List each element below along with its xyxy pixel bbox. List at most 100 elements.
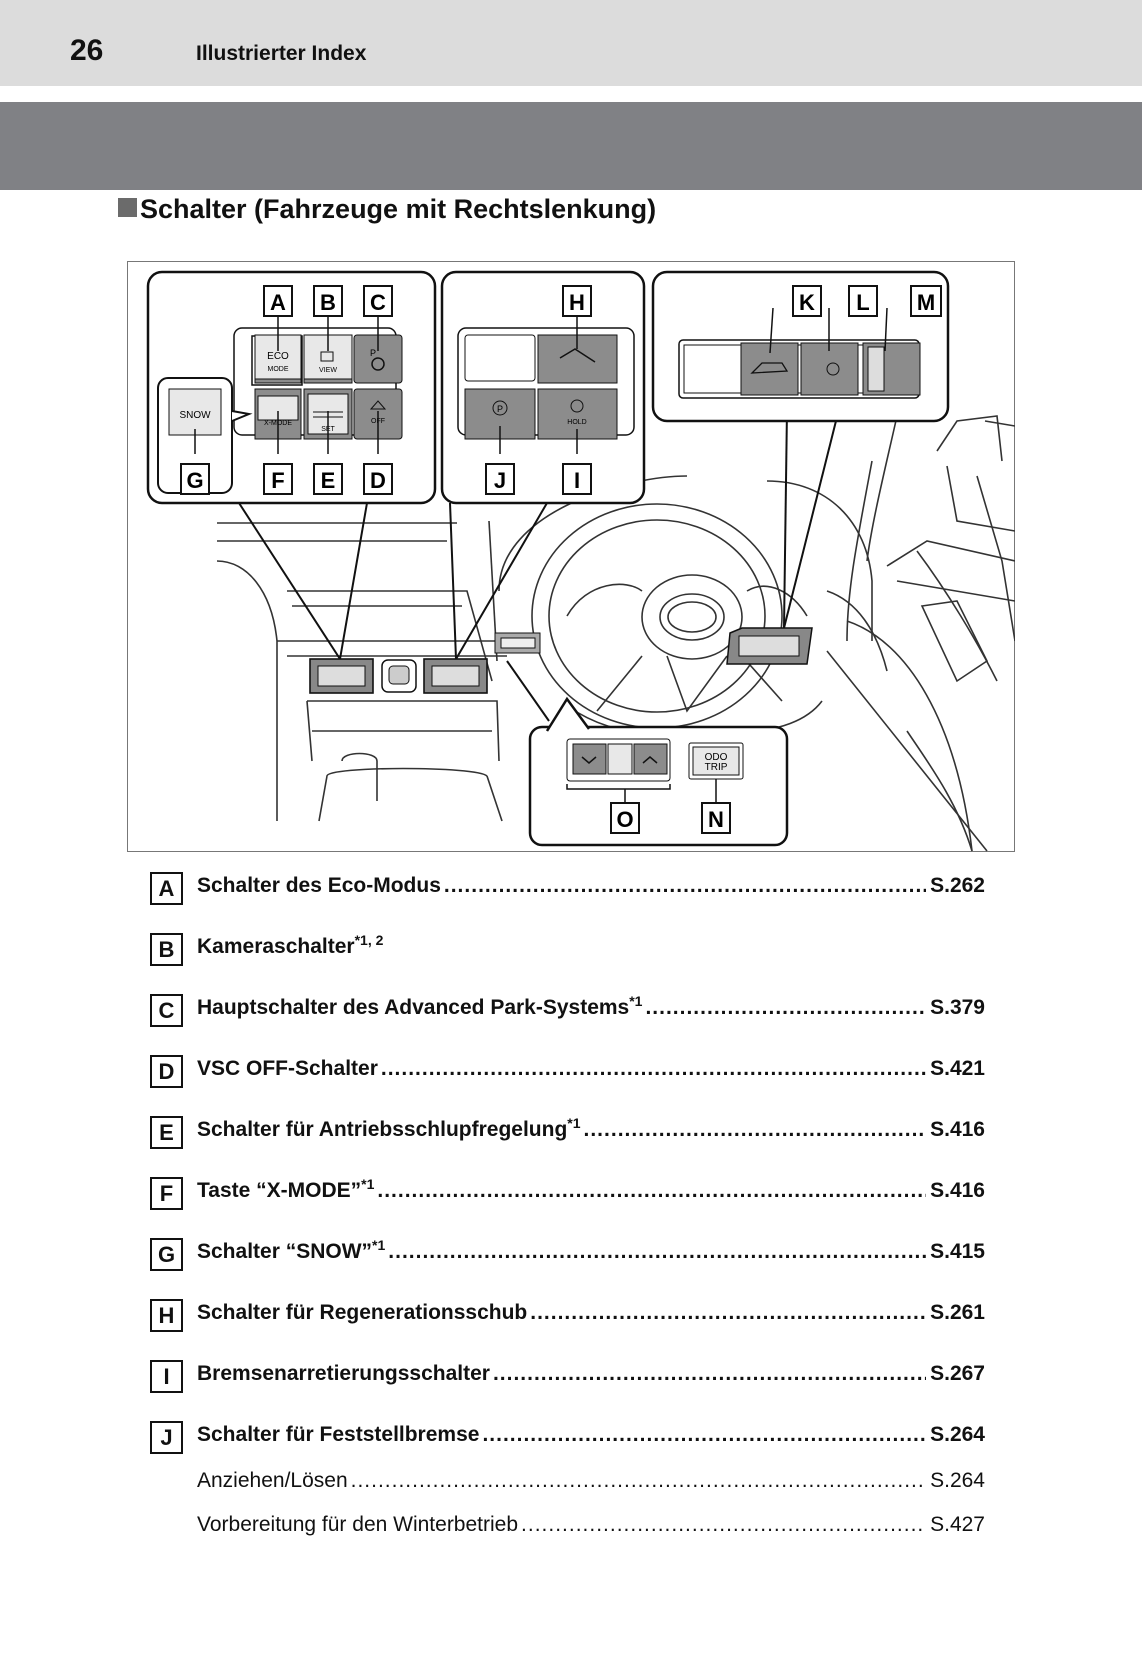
svg-text:P: P <box>497 404 503 414</box>
callout-j: J <box>485 463 515 495</box>
item-text: Hauptschalter des Advanced Park-Systems <box>197 996 630 1019</box>
item-text: Taste “X-MODE” <box>197 1179 362 1202</box>
svg-text:E: E <box>321 468 336 493</box>
svg-text:A: A <box>270 290 286 315</box>
list-item: B Kameraschalter*1, 2 <box>150 933 985 994</box>
list-item: A Schalter des Eco-Modus S.262 <box>150 872 985 933</box>
svg-text:G: G <box>186 468 203 493</box>
item-page-ref[interactable]: S.379 <box>930 996 985 1019</box>
panel-center-switches: ECO MODE VIEW P X-MODE SET OFF SNOW <box>146 270 437 505</box>
svg-text:J: J <box>494 468 506 493</box>
list-item: C Hauptschalter des Advanced Park-System… <box>150 994 985 1055</box>
leader-dots <box>584 1118 927 1142</box>
list-item: D VSC OFF-Schalter S.421 <box>150 1055 985 1116</box>
eco-sub-label: MODE <box>268 366 289 373</box>
svg-text:C: C <box>370 290 386 315</box>
list-item: E Schalter für Antriebsschlupfregelung*1… <box>150 1116 985 1177</box>
eco-label: ECO <box>267 351 289 362</box>
leader-dots <box>444 874 926 898</box>
switch-index-list: A Schalter des Eco-Modus S.262 B Kamerasc… <box>150 872 985 1557</box>
item-letter: J <box>150 1421 183 1454</box>
svg-text:D: D <box>370 468 386 493</box>
item-letter: E <box>150 1116 183 1149</box>
item-letter: C <box>150 994 183 1027</box>
item-text: Kameraschalter <box>197 935 355 958</box>
item-text: Schalter für Feststellbremse <box>197 1423 480 1446</box>
panel-brake-switches: P HOLD <box>440 270 646 505</box>
item-page-ref[interactable]: S.416 <box>930 1118 985 1141</box>
svg-text:F: F <box>271 468 284 493</box>
callout-a: A <box>263 285 293 317</box>
callout-l: L <box>848 285 878 317</box>
item-page-ref[interactable]: S.415 <box>930 1240 985 1263</box>
item-page-ref[interactable]: S.264 <box>930 1423 985 1446</box>
item-letter: D <box>150 1055 183 1088</box>
callout-f: F <box>263 463 293 495</box>
svg-text:M: M <box>917 290 935 315</box>
leader-dots <box>521 1513 926 1537</box>
svg-text:B: B <box>320 290 336 315</box>
callout-g: G <box>180 463 210 495</box>
sub-item-page-ref[interactable]: S.264 <box>930 1469 985 1492</box>
sub-item-text: Anziehen/Lösen <box>197 1469 348 1492</box>
odo-label: ODO <box>705 752 728 763</box>
sub-item-text: Vorbereitung für den Winterbetrieb <box>197 1513 519 1536</box>
page-header: 26 Illustrierter Index <box>0 0 1142 86</box>
leader-dots <box>381 1057 926 1081</box>
section-title-text: Schalter (Fahrzeuge mit Rechtslenkung) <box>140 194 657 224</box>
callout-n: N <box>701 802 731 834</box>
switch-illustration: ECO MODE VIEW P X-MODE SET OFF SNOW <box>127 261 1015 852</box>
list-item: H Schalter für Regenerationsschub S.261 <box>150 1299 985 1360</box>
item-page-ref[interactable]: S.261 <box>930 1301 985 1324</box>
leader-dots <box>530 1301 926 1325</box>
sub-list-item: Anziehen/Lösen S.264 <box>150 1469 985 1513</box>
item-letter: G <box>150 1238 183 1271</box>
section-title: Schalter (Fahrzeuge mit Rechtslenkung) <box>118 194 656 225</box>
page-number: 26 <box>70 34 104 67</box>
item-letter: B <box>150 933 183 966</box>
item-page-ref[interactable]: S.421 <box>930 1057 985 1080</box>
list-item: F Taste “X-MODE”*1S.416 <box>150 1177 985 1238</box>
list-item: I BremsenarretierungsschalterS.267 <box>150 1360 985 1421</box>
item-text: Schalter für Regenerationsschub <box>197 1301 528 1324</box>
callout-b: B <box>313 285 343 317</box>
callout-d: D <box>363 463 393 495</box>
header-band <box>0 102 1142 190</box>
svg-text:L: L <box>856 290 869 315</box>
callout-labels: A B C D E F G H I J K L M N O <box>180 285 942 834</box>
svg-text:K: K <box>799 290 815 315</box>
svg-text:H: H <box>569 290 585 315</box>
view-label: VIEW <box>319 367 337 374</box>
item-letter: F <box>150 1177 183 1210</box>
header-title: Illustrierter Index <box>196 42 367 65</box>
trip-label: TRIP <box>705 762 728 773</box>
sub-list-item: Vorbereitung für den Winterbetrieb S.427 <box>150 1513 985 1557</box>
item-page-ref[interactable]: S.267 <box>930 1362 985 1385</box>
list-item: G Schalter “SNOW”*1S.415 <box>150 1238 985 1299</box>
item-text: VSC OFF-Schalter <box>197 1057 378 1080</box>
callout-m: M <box>910 285 942 317</box>
item-page-ref[interactable]: S.416 <box>930 1179 985 1202</box>
callout-e: E <box>313 463 343 495</box>
snow-label: SNOW <box>179 410 211 421</box>
list-item: J Schalter für Feststellbremse S.264 <box>150 1421 985 1469</box>
svg-text:I: I <box>574 468 580 493</box>
item-letter: H <box>150 1299 183 1332</box>
sub-item-page-ref[interactable]: S.427 <box>930 1513 985 1536</box>
item-text: Schalter des Eco-Modus <box>197 874 441 897</box>
item-letter: A <box>150 872 183 905</box>
svg-text:O: O <box>616 807 633 832</box>
hold-label: HOLD <box>567 419 586 426</box>
item-letter: I <box>150 1360 183 1393</box>
leader-dots <box>388 1240 926 1264</box>
item-page-ref[interactable]: S.262 <box>930 874 985 897</box>
leader-dots <box>482 1423 926 1447</box>
callout-c: C <box>363 285 393 317</box>
svg-text:P: P <box>370 348 376 358</box>
item-text: Schalter “SNOW” <box>197 1240 373 1263</box>
leader-dots <box>493 1362 926 1386</box>
callout-o: O <box>610 802 640 834</box>
callout-k: K <box>792 285 822 317</box>
callout-h: H <box>562 285 592 317</box>
svg-text:N: N <box>708 807 724 832</box>
